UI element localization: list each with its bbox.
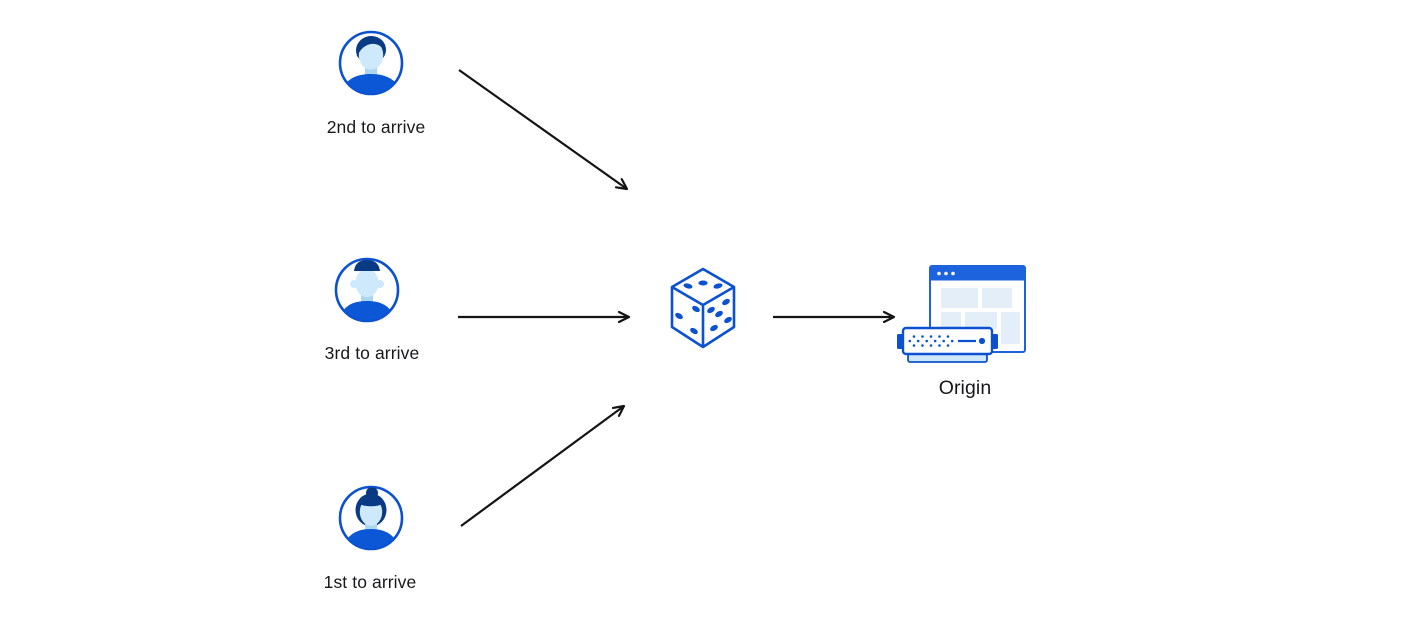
avatar-male-flattop-icon [334,257,400,323]
user-third-label: 3rd to arrive [324,343,420,363]
avatar-female-bun-icon [338,485,404,551]
avatar-male-swoosh-icon [338,30,404,96]
dice-icon [670,267,736,349]
origin-server-browser-icon [897,265,1026,363]
user-first-label: 1st to arrive [323,572,417,592]
arrow-first-to-dice [460,406,624,527]
arrow-second-to-dice [458,69,627,189]
user-second-label: 2nd to arrive [326,117,426,137]
origin-label: Origin [938,377,992,399]
